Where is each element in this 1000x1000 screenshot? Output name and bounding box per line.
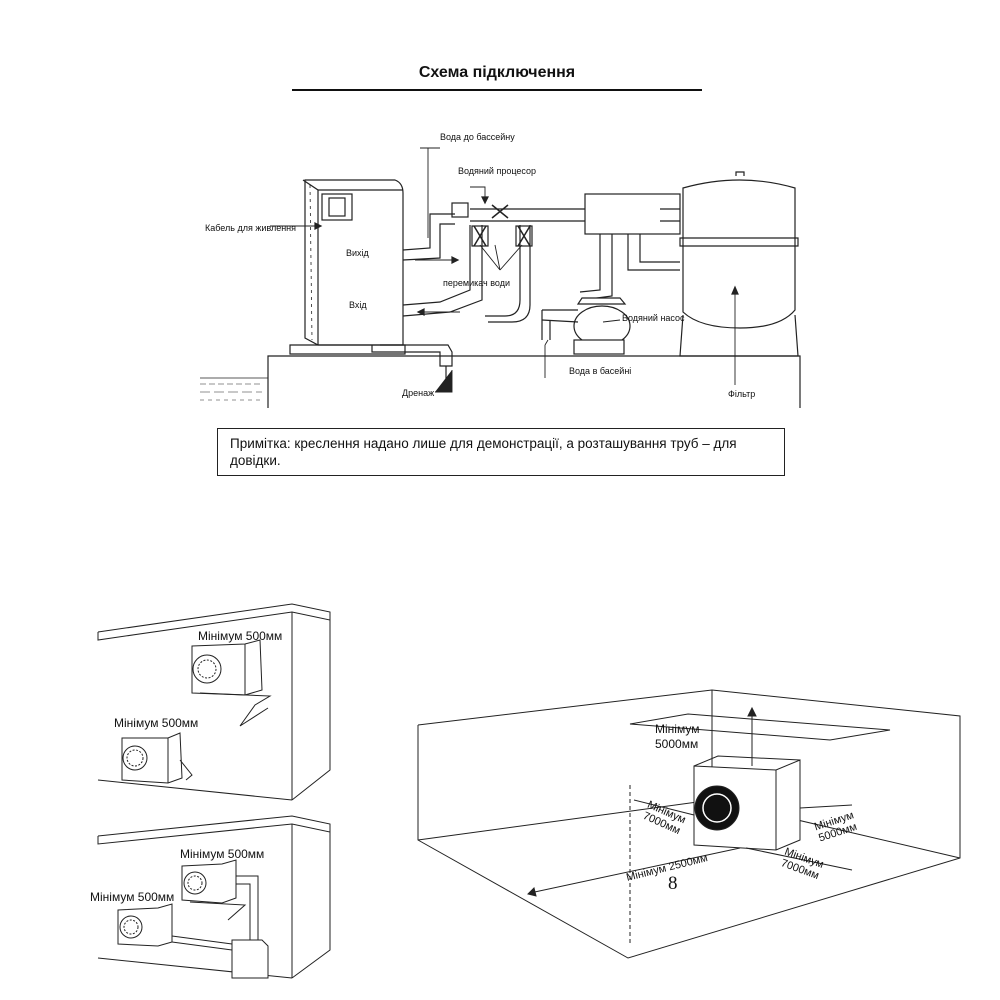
wall-min-500-label-4: Мінімум 500мм <box>90 890 175 904</box>
label-water-pump: Водяний насос <box>622 313 685 323</box>
flow-arrows <box>270 147 739 393</box>
title-divider <box>292 89 702 91</box>
page-number: 8 <box>668 873 678 894</box>
room-unit <box>693 755 801 851</box>
heat-pump-unit <box>289 179 406 355</box>
dimension-lines <box>527 706 853 945</box>
label-water-processor: Водяний процесор <box>458 166 537 176</box>
note-box: Примітка: креслення надано лише для демо… <box>217 428 785 476</box>
label-power-cable: Кабель для живлення <box>205 223 297 233</box>
label-inlet: Вхід <box>349 300 367 310</box>
wall-min-500-label-2: Мінімум 500мм <box>114 716 199 730</box>
label-water-to-pool: Вода до бассейну <box>440 132 515 142</box>
label-outlet: Вихід <box>346 248 369 258</box>
label-pool-water: Вода в басейні <box>569 366 632 376</box>
label-filter: Фільтр <box>728 389 756 399</box>
clearance-top-label-2: 5000мм <box>655 737 699 751</box>
label-water-switch: перемикач води <box>443 278 511 288</box>
clearance-top-label-1: Мінімум <box>655 722 700 736</box>
ground-slab <box>200 355 801 408</box>
building-upper <box>97 603 331 801</box>
wall-min-500-label-3: Мінімум 500мм <box>180 847 265 861</box>
building-lower <box>97 815 331 979</box>
label-drain: Дренаж <box>402 388 435 398</box>
pipe-system <box>371 171 799 385</box>
page-title: Схема підключення <box>418 64 576 81</box>
wall-min-500-label-1: Мінімум 500мм <box>198 629 283 643</box>
